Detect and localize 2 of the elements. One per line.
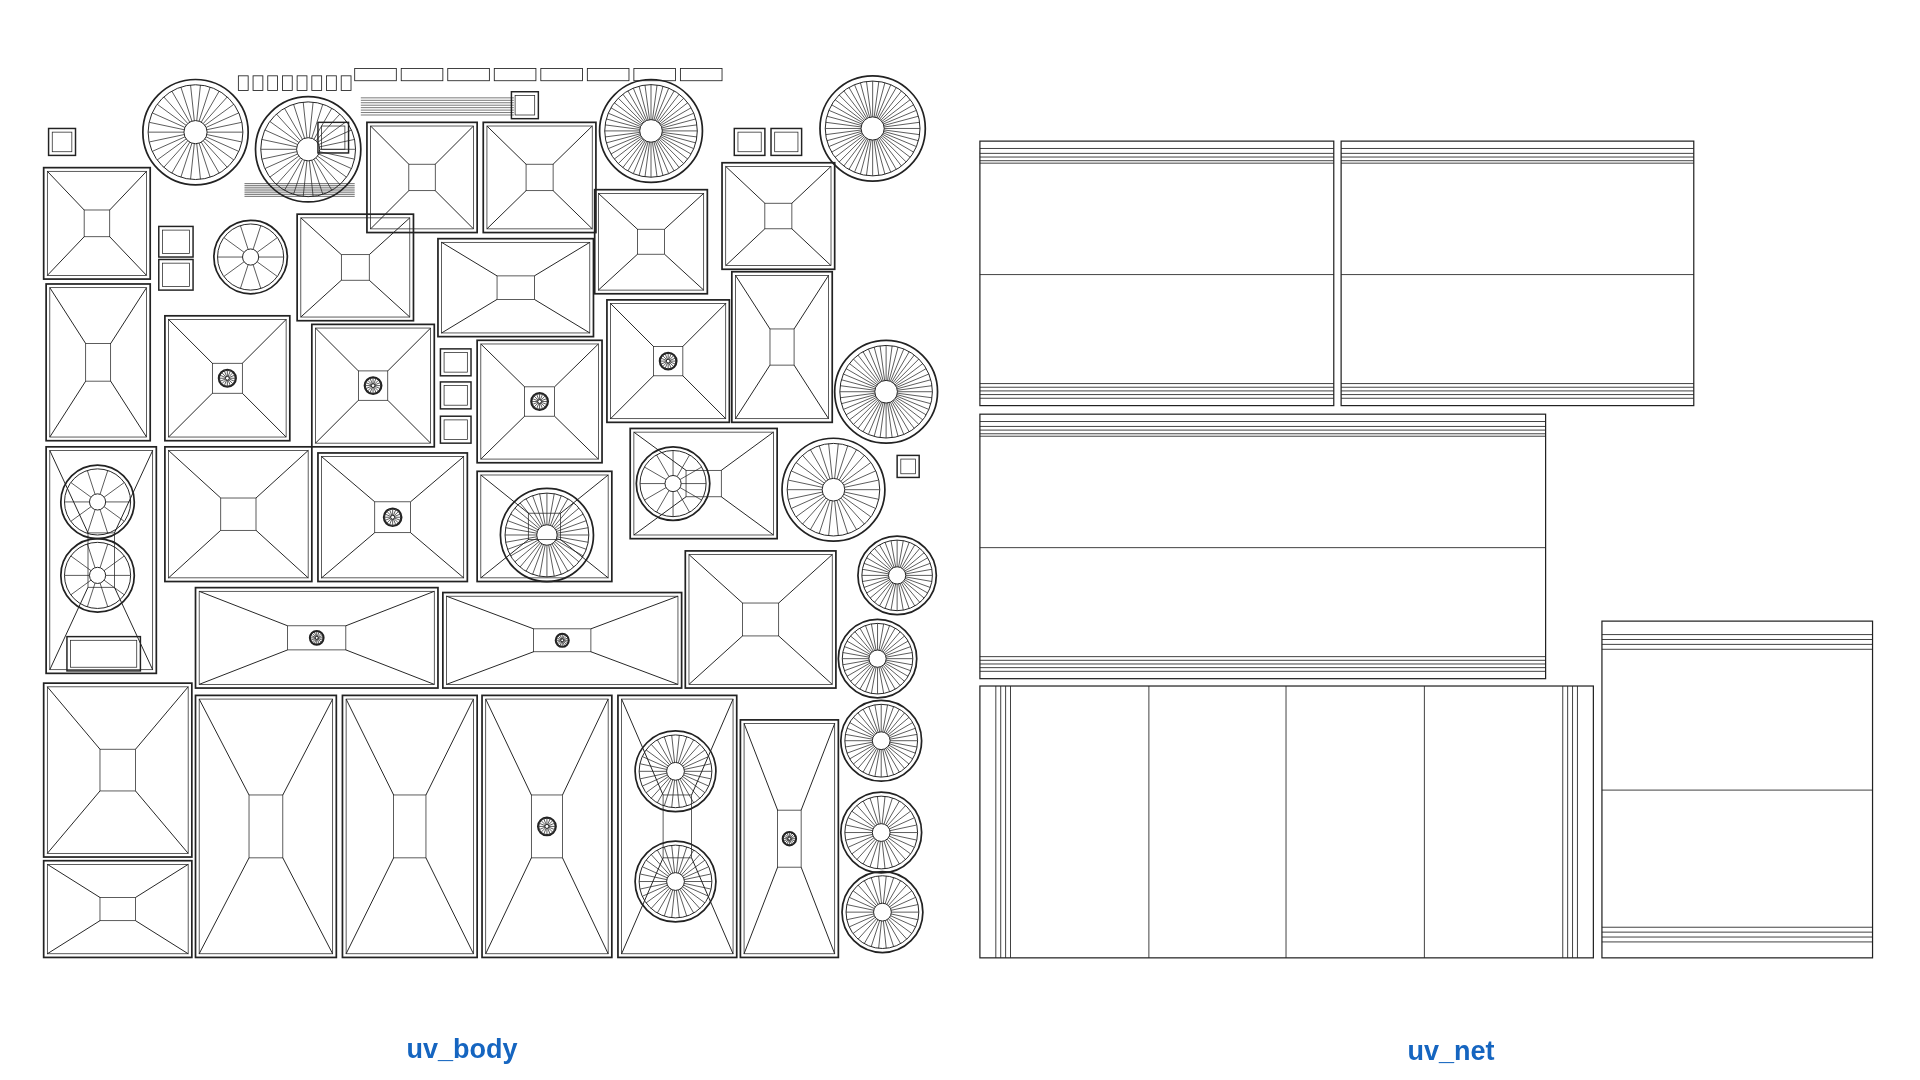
panel-caption: uv_body [406, 1034, 518, 1065]
panel-caption: uv_net [1407, 1036, 1495, 1067]
